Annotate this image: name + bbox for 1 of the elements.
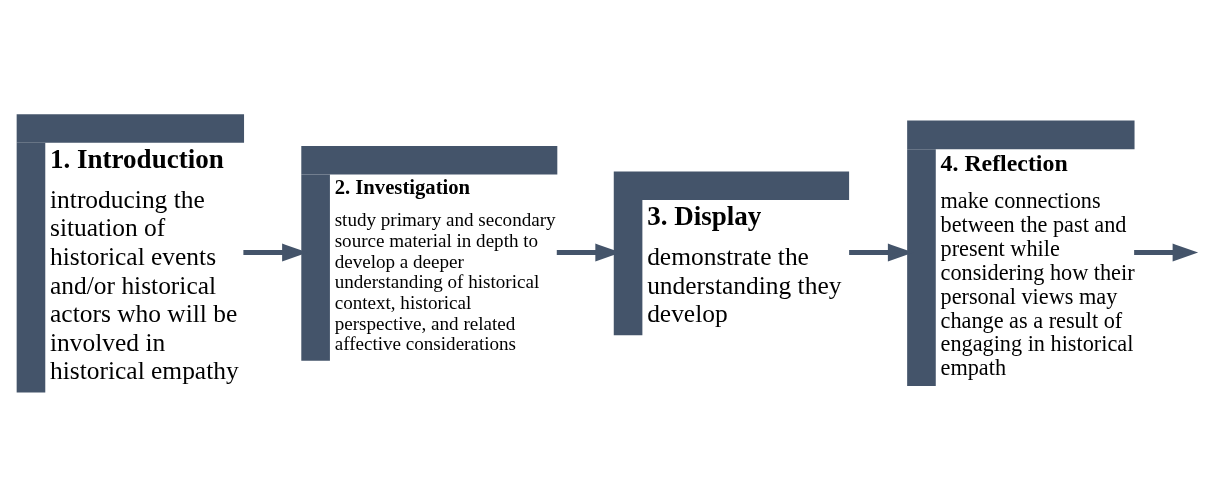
- arrow: [1134, 243, 1199, 261]
